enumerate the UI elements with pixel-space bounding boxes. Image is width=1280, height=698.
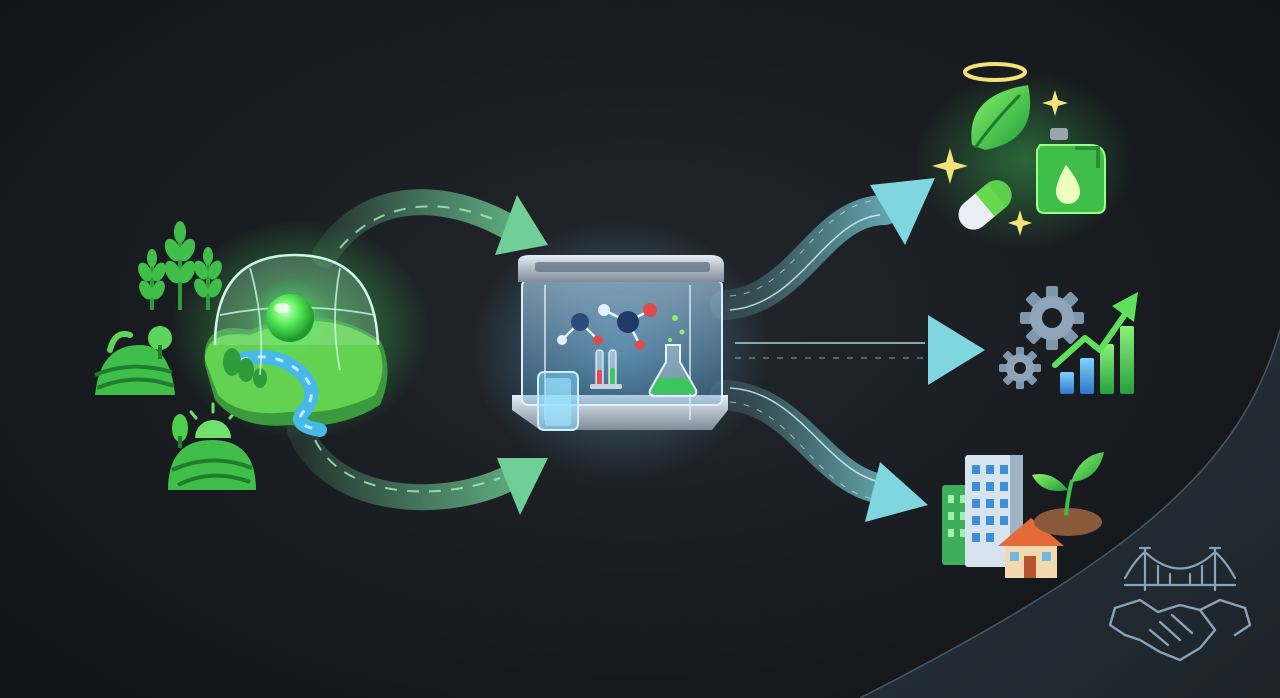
- wheat-icon: [138, 221, 222, 310]
- farm-hills-icon: [94, 326, 175, 395]
- flow-arrow-community: [710, 380, 928, 522]
- biosphere-dome-icon: [204, 253, 388, 437]
- economic-growth-node: [999, 286, 1138, 394]
- flask-icon: [648, 344, 698, 397]
- leaf-halo-icon: [963, 62, 1031, 150]
- community-node: [942, 452, 1104, 578]
- flow-arrow-lower: [287, 417, 548, 515]
- house-icon: [998, 518, 1064, 578]
- sparkle-icon: [932, 90, 1068, 236]
- sprout-icon: [1032, 452, 1104, 536]
- rural-landscape-node: [94, 220, 430, 490]
- molecule-icon: [557, 303, 685, 350]
- biofuel-jerrycan-icon: [1036, 128, 1106, 214]
- test-tube-icon: [590, 349, 622, 389]
- bridge-icon: [1123, 546, 1237, 592]
- capsule-icon: [958, 180, 1012, 230]
- research-lab-node: [470, 220, 770, 480]
- gear-icon: [999, 286, 1084, 389]
- bio-products-node: [915, 62, 1135, 250]
- partnership-panel: [859, 329, 1280, 698]
- flow-arrow-products: [710, 178, 935, 320]
- lab-cube-icon: [512, 255, 728, 431]
- growth-chart-icon: [1052, 292, 1138, 394]
- handshake-icon: [1108, 598, 1252, 662]
